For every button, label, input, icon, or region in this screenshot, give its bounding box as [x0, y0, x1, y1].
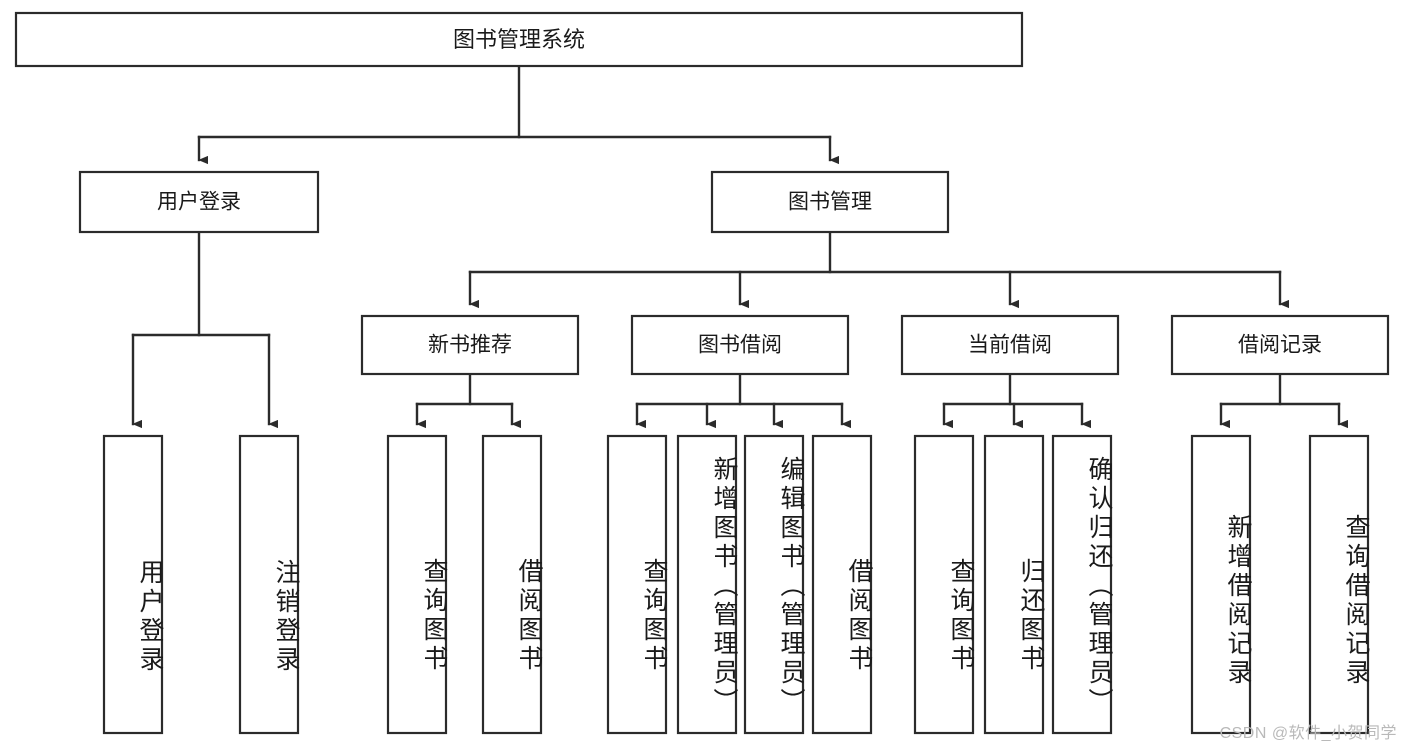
node-leaf-query-book-1-box[interactable]: [386, 434, 448, 735]
node-new-book-rec[interactable]: 新书推荐: [360, 314, 580, 376]
node-user-login-label: 用户登录: [157, 191, 241, 214]
node-book-borrow[interactable]: 图书借阅: [630, 314, 850, 376]
node-leaf-borrow-book-1-box[interactable]: [481, 434, 543, 735]
node-leaf-query-record-box[interactable]: [1308, 434, 1370, 735]
node-book-borrow-label: 图书借阅: [698, 334, 782, 357]
node-leaf-user-login-box[interactable]: [102, 434, 164, 735]
node-borrow-record-label: 借阅记录: [1238, 334, 1322, 357]
node-leaf-logout-box[interactable]: [238, 434, 300, 735]
node-leaf-return-book-box[interactable]: [983, 434, 1045, 735]
node-root-label: 图书管理系统: [453, 27, 585, 52]
node-new-book-rec-box[interactable]: [360, 314, 580, 376]
node-book-borrow-box[interactable]: [630, 314, 850, 376]
node-book-manage-box[interactable]: [710, 170, 950, 234]
node-leaf-add-book-box[interactable]: [676, 434, 738, 735]
node-root[interactable]: 图书管理系统: [14, 11, 1024, 68]
node-current-borrow-label: 当前借阅: [968, 334, 1052, 357]
node-current-borrow-box[interactable]: [900, 314, 1120, 376]
leaf-box-group: [102, 434, 1370, 735]
node-leaf-confirm-return-box[interactable]: [1051, 434, 1113, 735]
node-borrow-record-box[interactable]: [1170, 314, 1390, 376]
csdn-watermark: CSDN @软件_小贺同学: [1219, 725, 1397, 742]
node-leaf-borrow-book-2-box[interactable]: [811, 434, 873, 735]
node-new-book-rec-label: 新书推荐: [428, 334, 512, 357]
node-user-login-box[interactable]: [78, 170, 320, 234]
node-leaf-edit-book-box[interactable]: [743, 434, 805, 735]
node-book-manage-label: 图书管理: [788, 191, 872, 214]
node-user-login[interactable]: 用户登录: [78, 170, 320, 234]
node-root-box[interactable]: [14, 11, 1024, 68]
node-leaf-query-book-2-box[interactable]: [606, 434, 668, 735]
connector-group: [131, 64, 1349, 429]
node-current-borrow[interactable]: 当前借阅: [900, 314, 1120, 376]
node-leaf-add-record-box[interactable]: [1190, 434, 1252, 735]
node-borrow-record[interactable]: 借阅记录: [1170, 314, 1390, 376]
node-book-manage[interactable]: 图书管理: [710, 170, 950, 234]
node-leaf-query-book-3-box[interactable]: [913, 434, 975, 735]
